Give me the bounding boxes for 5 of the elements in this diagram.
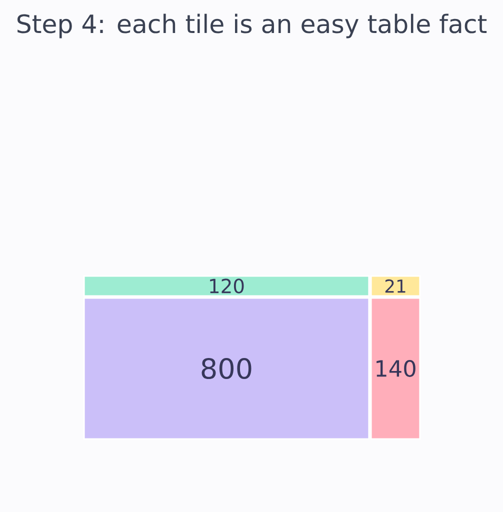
tile: 800 — [83, 297, 370, 440]
tile: 140 — [370, 297, 421, 440]
tile: 21 — [370, 275, 421, 297]
title: Step 4: each tile is an easy table fact — [18, 14, 487, 38]
tile: 120 — [83, 275, 370, 297]
